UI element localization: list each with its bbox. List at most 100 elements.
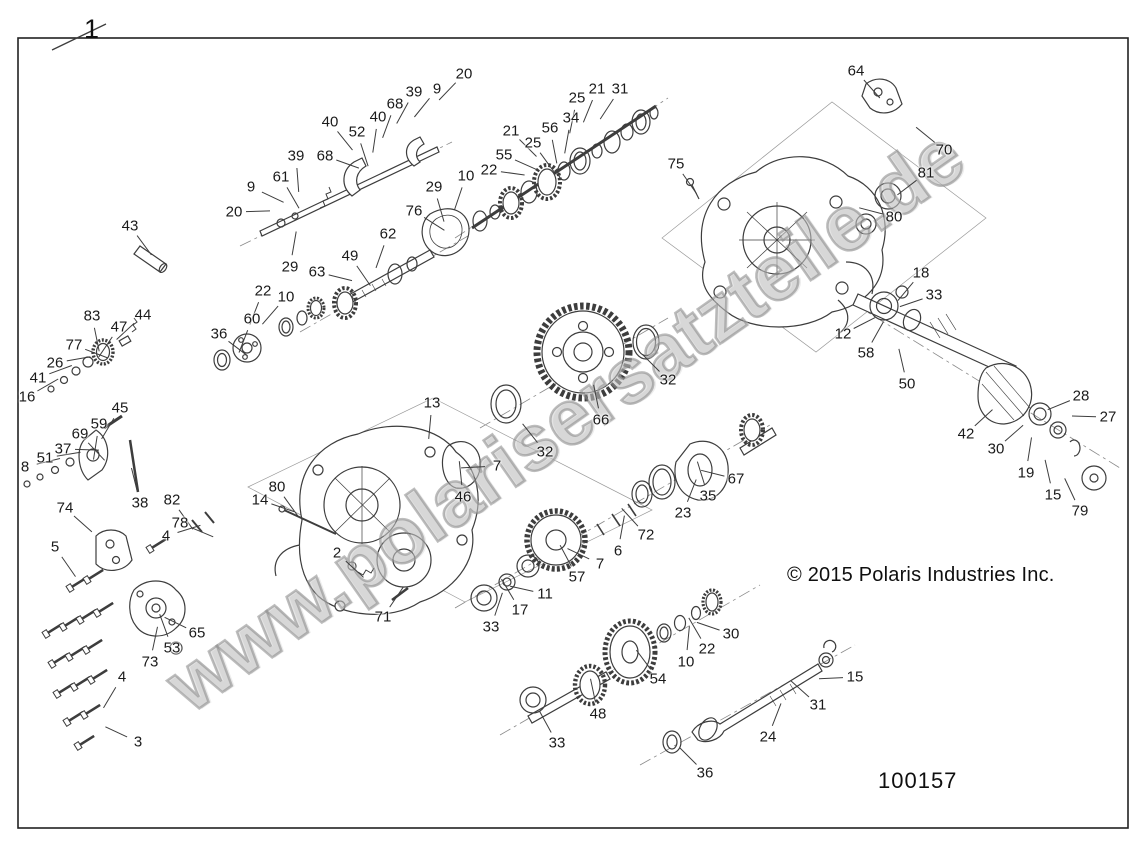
callout-28: 28: [1072, 387, 1090, 405]
callout-44: 44: [134, 306, 152, 324]
callout-68: 68: [316, 147, 334, 165]
output-shaft-assembly: [852, 291, 1107, 491]
callout-58: 58: [857, 344, 875, 362]
callout-68: 68: [386, 95, 404, 113]
drawing-number: 100157: [878, 768, 958, 793]
gear-57-cluster: [470, 508, 588, 612]
callout-9: 9: [432, 80, 442, 98]
callout-18: 18: [912, 264, 930, 282]
callout-33: 33: [482, 618, 500, 636]
callout-31: 31: [809, 696, 827, 714]
callout-39: 39: [405, 83, 423, 101]
callout-29: 29: [281, 258, 299, 276]
callout-74: 74: [56, 499, 74, 517]
cover-gasket: [441, 441, 481, 489]
mount-bracket-left: [95, 529, 133, 571]
input-shaft: [332, 249, 435, 320]
callout-22: 22: [698, 640, 716, 658]
callout-81: 81: [917, 164, 935, 182]
callout-17: 17: [511, 601, 529, 619]
callout-40: 40: [321, 113, 339, 131]
gearcase-cover: [700, 156, 886, 335]
callout-79: 79: [1071, 502, 1089, 520]
callout-4: 4: [117, 668, 127, 686]
callout-37: 37: [54, 440, 72, 458]
callout-27: 27: [1099, 408, 1117, 426]
callout-53: 53: [163, 639, 181, 657]
callout-26: 26: [46, 354, 64, 372]
callout-23: 23: [674, 504, 692, 522]
callout-42: 42: [957, 425, 975, 443]
callout-7: 7: [595, 555, 605, 573]
small-screws: [596, 503, 637, 536]
callout-14: 14: [251, 491, 269, 509]
callout-72: 72: [637, 526, 655, 544]
callout-69: 69: [71, 425, 89, 443]
bevel-gear: [533, 302, 633, 402]
callout-11: 11: [537, 585, 553, 603]
main-gearcase: [274, 425, 479, 615]
callout-4: 4: [161, 527, 171, 545]
callout-20: 20: [455, 65, 473, 83]
callout-8: 8: [20, 458, 30, 476]
callout-21: 21: [502, 122, 520, 140]
callout-61: 61: [272, 168, 290, 186]
drawing-border: [17, 37, 1129, 829]
gasket-76: [421, 208, 470, 257]
callout-2: 2: [332, 544, 342, 562]
callout-33: 33: [925, 286, 943, 304]
callout-38: 38: [131, 494, 149, 512]
callout-50: 50: [898, 375, 916, 393]
view-label-tick: [51, 23, 107, 51]
callout-49: 49: [341, 247, 359, 265]
callout-13: 13: [423, 394, 441, 412]
callout-30: 30: [722, 625, 740, 643]
callout-55: 55: [495, 146, 513, 164]
callout-33: 33: [548, 734, 566, 752]
callout-70: 70: [935, 141, 953, 159]
callout-82: 82: [163, 491, 181, 509]
callout-3: 3: [133, 733, 143, 751]
callout-35: 35: [699, 487, 717, 505]
callout-22: 22: [254, 282, 272, 300]
dowel-pin: [133, 245, 168, 274]
callout-6: 6: [613, 542, 623, 560]
callout-10: 10: [677, 653, 695, 671]
callout-46: 46: [454, 488, 472, 506]
callout-25: 25: [524, 134, 542, 152]
callout-71: 71: [374, 608, 392, 626]
bearing-cover: [129, 580, 186, 637]
callout-80: 80: [268, 478, 286, 496]
callout-54: 54: [649, 670, 667, 688]
callout-36: 36: [210, 325, 228, 343]
callout-15: 15: [846, 668, 864, 686]
callout-43: 43: [121, 217, 139, 235]
callout-21: 21: [588, 80, 606, 98]
callout-32: 32: [659, 371, 677, 389]
callout-7: 7: [492, 457, 502, 475]
callout-24: 24: [759, 728, 777, 746]
callout-57: 57: [568, 568, 586, 586]
callout-9: 9: [246, 178, 256, 196]
callout-56: 56: [541, 119, 559, 137]
callout-59: 59: [90, 415, 108, 433]
callout-12: 12: [834, 325, 852, 343]
callout-20: 20: [225, 203, 243, 221]
callout-83: 83: [83, 307, 101, 325]
callout-78: 78: [171, 514, 189, 532]
callout-19: 19: [1017, 464, 1035, 482]
callout-5: 5: [50, 538, 60, 556]
callout-36: 36: [696, 764, 714, 782]
callout-80: 80: [885, 208, 903, 226]
callout-75: 75: [667, 155, 685, 173]
callout-76: 76: [405, 202, 423, 220]
callout-66: 66: [592, 411, 610, 429]
callout-41: 41: [29, 369, 47, 387]
callout-16: 16: [18, 388, 36, 406]
callout-65: 65: [188, 624, 206, 642]
view-label: 1: [84, 14, 100, 44]
callout-47: 47: [110, 318, 128, 336]
